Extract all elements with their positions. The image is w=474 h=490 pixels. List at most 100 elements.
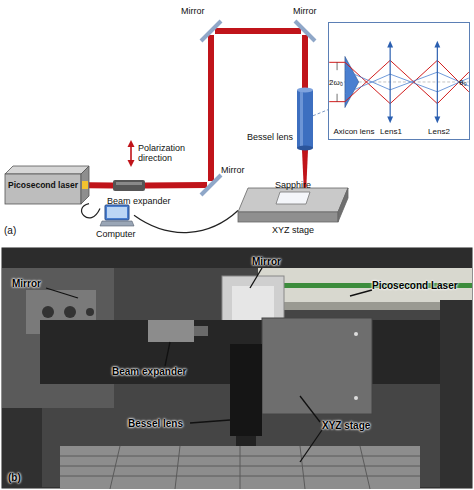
beam-expander-shape xyxy=(116,182,142,185)
stage-grid-photo xyxy=(175,446,180,489)
stage-grid-photo xyxy=(240,446,241,489)
xyz-stage-shape xyxy=(338,188,348,222)
computer-icon: Computer xyxy=(100,205,134,227)
laser-beam xyxy=(302,35,308,88)
photo-callout: Mirror xyxy=(12,278,62,289)
leader-line xyxy=(350,290,372,296)
laser-box-shape xyxy=(82,181,88,189)
node-label: Computer xyxy=(96,229,146,239)
polarization-arrow xyxy=(128,160,135,167)
stage-grid-photo xyxy=(60,446,420,489)
mirror: Mirror xyxy=(207,27,215,35)
laser-body-photo xyxy=(258,268,472,302)
bessel-lens-shape xyxy=(300,92,303,146)
left-tower-photo xyxy=(42,306,54,318)
data-cable xyxy=(82,204,100,218)
optics-inset-shape xyxy=(329,23,469,139)
optics-inset-shape xyxy=(434,41,440,48)
sapphire-plate-shape xyxy=(276,192,310,204)
leader-line xyxy=(300,430,322,462)
mirror-shape xyxy=(207,27,215,35)
mirror-shape xyxy=(201,21,221,41)
computer-icon-shape xyxy=(105,205,129,220)
optics-inset-shape xyxy=(345,60,469,103)
photo-background xyxy=(2,248,472,488)
side-column-photo xyxy=(2,408,42,488)
optics-inset-shape xyxy=(345,60,469,103)
optics-inset-shape xyxy=(434,116,440,123)
node-label: Mirror xyxy=(293,6,333,16)
polarization-arrow xyxy=(128,140,135,147)
node-label: θ₀ xyxy=(459,78,471,88)
beam-expander-shape xyxy=(113,180,145,191)
side-column-photo xyxy=(440,300,472,488)
optics-inset-shape xyxy=(337,94,338,102)
polarization-arrow xyxy=(128,140,135,167)
mirror-shape xyxy=(295,21,315,41)
computer-icon-shape xyxy=(107,207,127,218)
stage-plate-photo xyxy=(354,332,358,336)
bessel-lens-shape xyxy=(297,88,313,150)
left-tower-photo xyxy=(86,308,94,316)
side-column-photo xyxy=(2,300,472,488)
laser-beam xyxy=(89,182,113,188)
node-label: Mirror xyxy=(221,165,261,175)
stage-grid-photo xyxy=(60,446,420,489)
optics-inset-shape xyxy=(390,45,391,120)
laser-box-shape xyxy=(5,166,89,174)
bessel-lens-shape xyxy=(297,88,313,93)
laser-body-photo xyxy=(258,268,472,310)
laser-beam xyxy=(145,182,207,188)
stage-grid-photo xyxy=(110,446,120,489)
photo-callout: Bessel lens xyxy=(128,418,208,429)
node-label: XYZ stage xyxy=(258,225,328,235)
xyz-stage-shape xyxy=(238,188,348,212)
beam-expander: Beam expander xyxy=(113,179,145,192)
stage-plate-photo xyxy=(262,318,372,414)
mirror: Mirror xyxy=(301,27,309,35)
bessel-lens-shape xyxy=(297,90,313,148)
bessel-lens-photo xyxy=(230,344,262,436)
node-label: Bessel lens xyxy=(239,132,293,142)
optics-inset-shape xyxy=(437,45,438,120)
node-label: Axicon lens xyxy=(329,127,379,137)
mirror-shape xyxy=(201,175,221,195)
optics-inset-shape xyxy=(337,62,338,70)
stage-grid-photo xyxy=(300,446,305,489)
mirror: Mirror xyxy=(207,181,215,189)
laser-box-shape xyxy=(81,166,89,204)
optics-inset-shape xyxy=(345,74,469,94)
sapphire-plate-shape xyxy=(276,192,310,204)
stage-grid-photo xyxy=(360,446,370,489)
laser-body-photo xyxy=(258,302,472,310)
leader-line xyxy=(46,268,372,462)
node-label: 2ω₀ xyxy=(329,78,349,88)
data-cable xyxy=(134,211,238,233)
leader-line xyxy=(190,420,230,423)
node-label: Lens1 xyxy=(375,127,407,137)
sapphire-plate: Sapphire xyxy=(276,192,310,204)
leader-line xyxy=(300,396,320,422)
optics-inset: 2ω₀ θ₀ Axicon lensLens1 Lens2 xyxy=(328,22,470,140)
leader-line xyxy=(250,268,262,288)
leader-line xyxy=(46,288,78,298)
node-label: Mirror xyxy=(181,6,221,16)
photo-callout: Mirror xyxy=(252,256,302,267)
node-label: Sapphire xyxy=(268,180,318,190)
node-label: Picosecond laser xyxy=(7,180,79,190)
beam-expander-photo xyxy=(148,320,208,342)
mirror-shape xyxy=(207,181,215,189)
node-label: Lens2 xyxy=(423,127,455,137)
annotation-text: Polarization direction xyxy=(138,143,200,163)
panel-letter: (b) xyxy=(8,472,28,483)
optics-inset-shape xyxy=(387,41,393,48)
xyz-stage-shape xyxy=(238,212,338,222)
photo-callout: Beam expander xyxy=(112,366,212,377)
photo-callout: Picosecond Laser xyxy=(372,280,472,291)
beam-expander-photo xyxy=(148,320,194,342)
computer-icon-shape xyxy=(100,221,134,226)
beam-expander-shape xyxy=(113,179,145,192)
stage-plate-photo xyxy=(262,318,372,414)
laser-box-shape xyxy=(5,174,81,204)
